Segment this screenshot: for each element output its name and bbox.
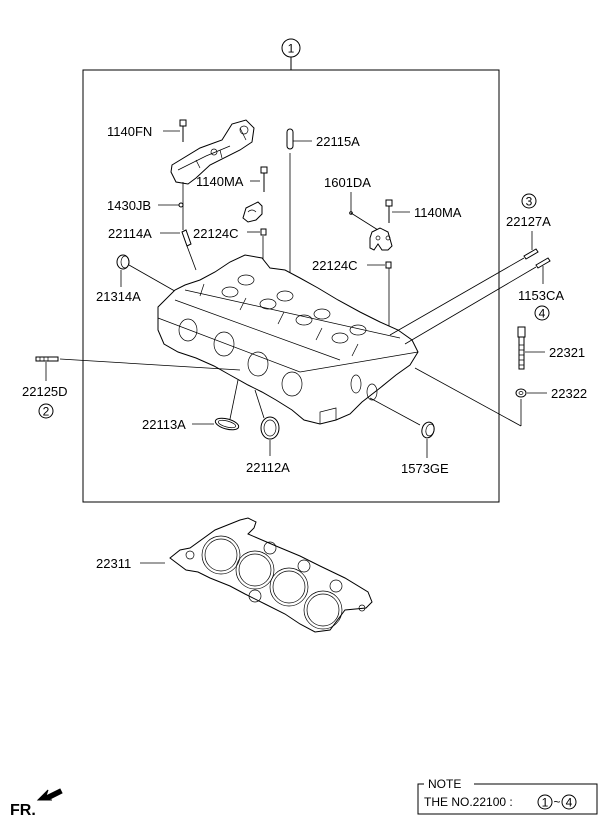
bolt-1140ma-right[interactable] — [385, 199, 393, 223]
callout-1[interactable]: 1 — [281, 38, 301, 58]
callout-2-number: 2 — [43, 405, 50, 419]
label-1573ge[interactable]: 1573GE — [401, 461, 449, 476]
plug-1430jb[interactable] — [178, 202, 184, 208]
plug-21314a[interactable] — [116, 254, 130, 270]
camshaft-bearing-cap-center[interactable] — [242, 201, 263, 223]
bolt-1140ma-left[interactable] — [260, 166, 268, 192]
note-range-separator: ~ — [553, 795, 560, 809]
label-21314a[interactable]: 21314A — [96, 289, 141, 304]
note-range-start: 1 — [542, 796, 549, 810]
bolt-1140fn[interactable] — [179, 119, 187, 142]
callout-4[interactable]: 4 — [534, 305, 550, 321]
dowel-22124c-right[interactable] — [385, 261, 392, 269]
label-22125d[interactable]: 22125D — [22, 384, 68, 399]
front-direction-label: FR. — [10, 802, 36, 819]
label-1140ma-right[interactable]: 1140MA — [414, 205, 462, 220]
label-1430jb[interactable]: 1430JB — [107, 198, 151, 213]
front-arrow-icon — [36, 788, 63, 801]
camshaft-bearing-cap-front[interactable] — [170, 119, 255, 185]
label-1153ca[interactable]: 1153CA — [518, 288, 564, 303]
note-box: NOTE THE NO.22100 : 1 ~ 4 — [417, 777, 598, 815]
label-22124c-left[interactable]: 22124C — [193, 226, 239, 241]
label-1601da[interactable]: 1601DA — [324, 175, 371, 190]
label-1140ma-left[interactable]: 1140MA — [196, 174, 244, 189]
callout-4-number: 4 — [539, 307, 546, 321]
label-22113a[interactable]: 22113A — [142, 417, 186, 432]
note-text: THE NO.22100 : — [424, 795, 513, 809]
label-22124c-right[interactable]: 22124C — [312, 258, 358, 273]
label-22112a[interactable]: 22112A — [246, 460, 290, 475]
dowel-22115a[interactable] — [286, 128, 294, 150]
note-range-end: 4 — [566, 796, 573, 810]
callout-3-number: 3 — [526, 195, 533, 209]
label-22115a[interactable]: 22115A — [316, 134, 360, 149]
washer-22322[interactable] — [515, 388, 527, 398]
cylinder-head[interactable] — [157, 254, 419, 425]
stud-1153ca[interactable] — [535, 257, 551, 269]
dowel-22124c-left[interactable] — [260, 228, 267, 236]
label-1140fn[interactable]: 1140FN — [107, 124, 152, 139]
head-bolt-22321[interactable] — [517, 326, 526, 370]
dowel-22114a[interactable] — [181, 229, 192, 247]
stud-22125d[interactable] — [35, 356, 59, 362]
label-22322[interactable]: 22322 — [551, 386, 587, 401]
seal-22113a[interactable] — [214, 416, 240, 432]
label-22311[interactable]: 22311 — [96, 556, 131, 571]
camshaft-bearing-cap-rear[interactable] — [369, 227, 393, 251]
label-22321[interactable]: 22321 — [549, 345, 585, 360]
note-title: NOTE — [428, 777, 461, 791]
callout-2[interactable]: 2 — [38, 403, 54, 419]
label-22114a[interactable]: 22114A — [108, 226, 152, 241]
seal-22112a[interactable] — [260, 416, 280, 440]
callout-3[interactable]: 3 — [521, 193, 537, 209]
head-gasket-22311[interactable] — [169, 517, 373, 633]
callout-1-number: 1 — [288, 42, 295, 56]
stud-22127a[interactable] — [523, 248, 539, 260]
label-22127a[interactable]: 22127A — [506, 214, 551, 229]
seal-1573ge[interactable] — [420, 421, 436, 440]
